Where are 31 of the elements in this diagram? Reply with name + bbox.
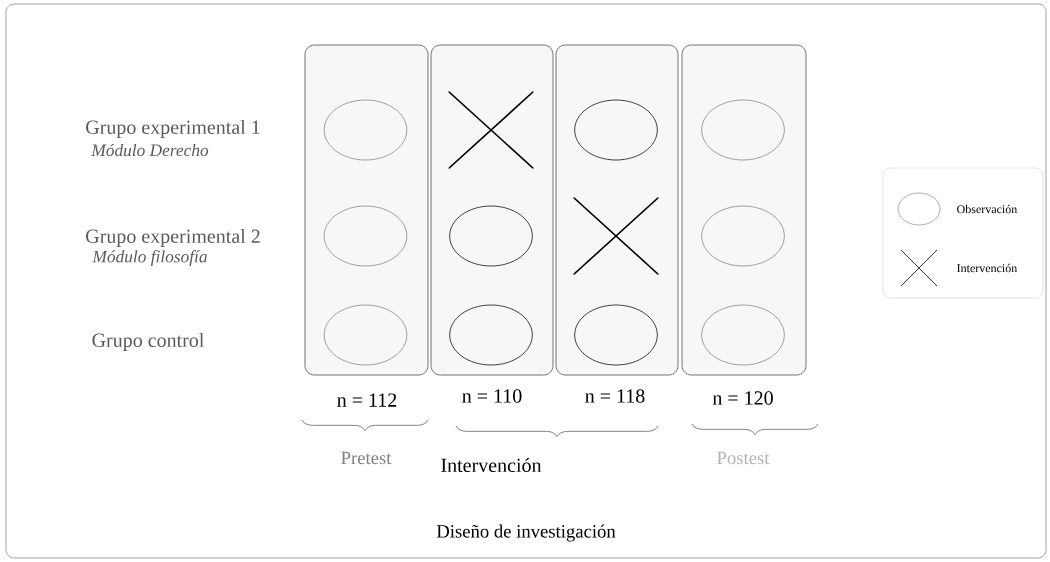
- observation-ellipse: [323, 99, 408, 161]
- column-box: [555, 44, 679, 376]
- column-box: [430, 44, 554, 376]
- phase-label: Postest: [717, 451, 770, 465]
- sample-size: n = 110: [462, 389, 522, 403]
- column-box: [681, 44, 807, 376]
- observation-ellipse: [323, 205, 408, 267]
- caption: Diseño de investigación: [436, 524, 616, 542]
- group-label: Grupo experimental 1: [86, 119, 260, 139]
- observation-ellipse: [701, 304, 785, 366]
- sample-size: n = 118: [585, 389, 645, 403]
- observation-ellipse: [574, 304, 658, 366]
- sample-size: n = 120: [712, 391, 773, 405]
- observation-ellipse: [701, 99, 785, 161]
- observation-ellipse: [701, 205, 785, 267]
- intervention-cross: [573, 197, 659, 275]
- observation-ellipse: [574, 99, 658, 161]
- legend-label: Intervención: [957, 263, 1018, 273]
- phase-label: Intervención: [441, 457, 542, 473]
- group-label: Grupo experimental 2: [86, 228, 260, 248]
- column-box: [304, 44, 429, 376]
- phase-label: Pretest: [341, 451, 392, 465]
- intervention-cross: [448, 91, 534, 169]
- sample-size: n = 112: [337, 393, 397, 407]
- legend-label: Observación: [957, 204, 1018, 214]
- observation-ellipse: [449, 205, 533, 267]
- module-label: Módulo Derecho: [91, 143, 209, 157]
- observation-ellipse: [449, 304, 533, 366]
- group-label: Grupo control: [92, 332, 204, 352]
- observation-ellipse: [323, 304, 408, 366]
- module-label: Módulo filosofía: [92, 250, 207, 266]
